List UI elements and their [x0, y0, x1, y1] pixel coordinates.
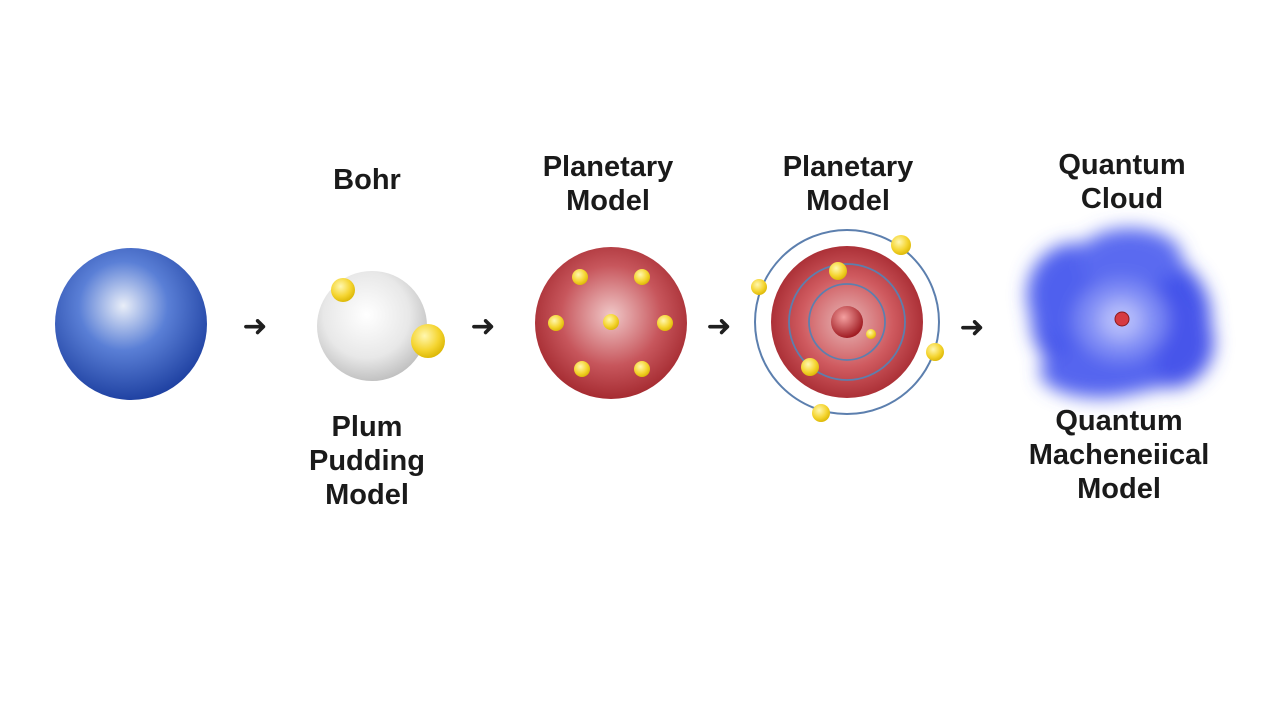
electron — [751, 279, 767, 295]
electron — [812, 404, 830, 422]
electron — [926, 343, 944, 361]
label-bohr: Bohr — [333, 164, 401, 196]
label-quantum-cloud: Quantum Cloud — [1058, 149, 1186, 215]
electron — [891, 235, 911, 255]
planetary-model-1 — [535, 247, 687, 399]
electron — [411, 324, 445, 358]
arrow-1: ➜ — [242, 309, 267, 344]
electron — [572, 269, 588, 285]
orbit — [788, 263, 906, 381]
outer-orbit — [754, 229, 940, 415]
arrow-2: ➜ — [470, 309, 495, 344]
electron — [603, 314, 619, 330]
label-quantum-mechanical-model: Quantum Macheneiical Model — [1028, 405, 1210, 505]
electron — [574, 361, 590, 377]
plum-pudding-model — [317, 271, 445, 381]
electron — [657, 315, 673, 331]
label-plum-pudding-model: Plum Pudding Model — [309, 411, 425, 511]
orbit — [808, 283, 886, 361]
electron — [634, 361, 650, 377]
label-planetary-model-2: Planetary Model — [782, 151, 914, 217]
electron — [548, 315, 564, 331]
electron — [801, 358, 819, 376]
arrow-3: ➜ — [706, 309, 731, 344]
arrow-4: ➜ — [959, 310, 984, 345]
nucleus — [831, 306, 863, 338]
nucleus — [1114, 311, 1130, 327]
solid-sphere — [55, 248, 207, 400]
quantum-cloud-model — [1027, 228, 1214, 398]
planetary-model-2 — [751, 229, 944, 422]
label-planetary-model-1: Planetary Model — [542, 151, 674, 217]
electron — [634, 269, 650, 285]
electron — [866, 329, 876, 339]
electron — [331, 278, 355, 302]
solid-sphere-model — [55, 248, 207, 400]
electron — [829, 262, 847, 280]
